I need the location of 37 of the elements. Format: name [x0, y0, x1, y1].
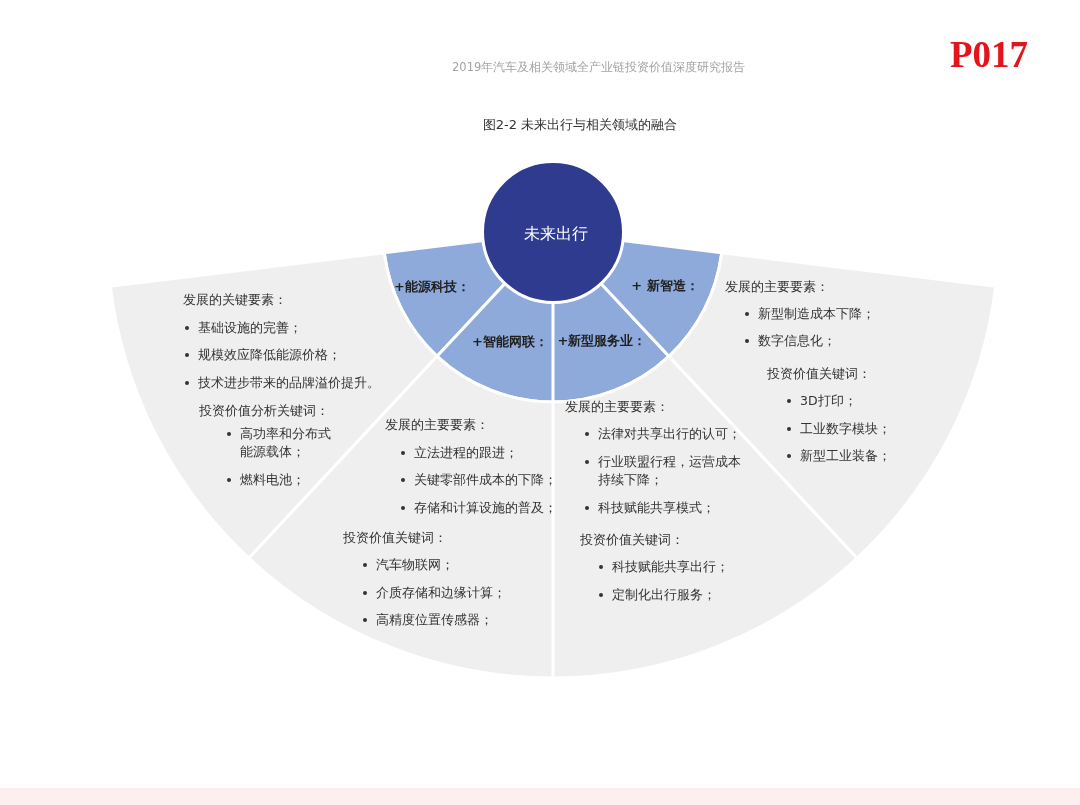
- section-heading: 发展的主要要素：: [725, 278, 829, 296]
- list-item: 汽车物联网；: [362, 556, 454, 575]
- figure-title: 图2-2 未来出行与相关领域的融合: [482, 116, 678, 134]
- list-item: 法律对共享出行的认可；: [584, 425, 741, 444]
- list-item: 科技赋能共享模式；: [584, 499, 715, 518]
- list-item: 存储和计算设施的普及；: [400, 499, 557, 518]
- list-item: 新型工业装备；: [786, 447, 891, 466]
- circle-label: 未来出行: [524, 223, 588, 245]
- list-item: 3D打印；: [786, 392, 857, 411]
- sector-label: + 新智造：: [631, 277, 699, 295]
- list-item: 高精度位置传感器；: [362, 611, 493, 630]
- sector-label: +智能网联：: [472, 333, 548, 351]
- list-item: 规模效应降低能源价格；: [184, 346, 341, 365]
- list-item: 科技赋能共享出行；: [598, 558, 729, 577]
- section-heading: 发展的关键要素：: [183, 291, 287, 309]
- report-title: 2019年汽车及相关领域全产业链投资价值深度研究报告: [452, 60, 746, 75]
- list-item: 定制化出行服务；: [598, 586, 716, 605]
- section-heading: 投资价值关键词：: [767, 365, 871, 383]
- page-number: P017: [950, 35, 1029, 76]
- sector-label: +新型服务业：: [557, 332, 647, 350]
- section-heading: 投资价值关键词：: [580, 531, 684, 549]
- section-heading: 发展的主要要素：: [385, 416, 489, 434]
- list-item: 基础设施的完善；: [184, 319, 302, 338]
- list-item: 立法进程的跟进；: [400, 444, 518, 463]
- list-item: 工业数字模块；: [786, 420, 891, 439]
- section-heading: 投资价值分析关键词：: [199, 402, 329, 420]
- section-heading: 投资价值关键词：: [343, 529, 447, 547]
- list-item: 技术进步带来的品牌溢价提升。: [184, 374, 380, 393]
- list-item: 介质存储和边缘计算；: [362, 584, 506, 603]
- list-item: 行业联盟行程，运营成本持续下降；: [584, 453, 741, 490]
- list-item: 数字信息化；: [744, 332, 836, 351]
- list-item: 关键零部件成本的下降；: [400, 471, 557, 490]
- section-heading: 发展的主要要素：: [565, 398, 669, 416]
- list-item: 燃料电池；: [226, 471, 305, 490]
- list-item: 高功率和分布式能源载体；: [226, 425, 333, 462]
- sector-label: +能源科技：: [394, 278, 470, 296]
- list-item: 新型制造成本下降；: [744, 305, 875, 324]
